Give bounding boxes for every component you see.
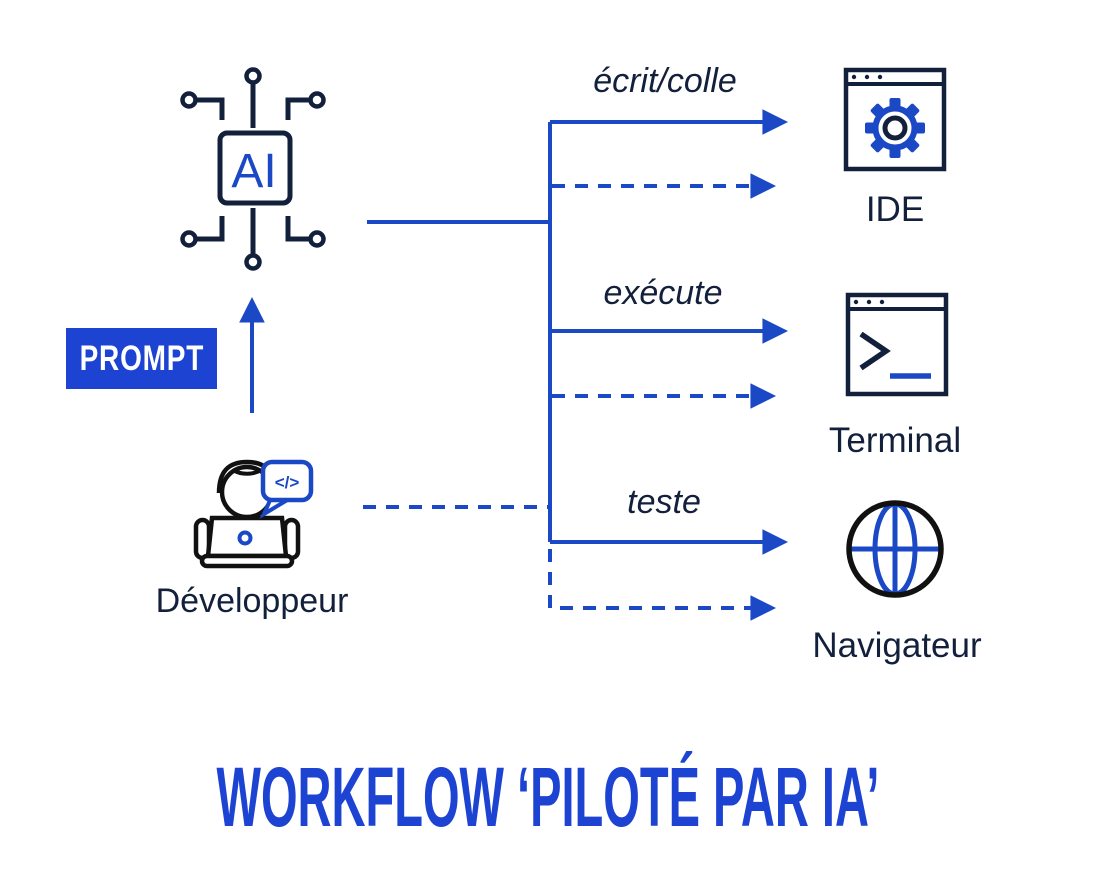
ide-window-icon xyxy=(843,67,947,172)
action-label-terminal: exécute xyxy=(603,274,723,312)
target-label-terminal: Terminal xyxy=(828,421,962,460)
prompt-badge: PROMPT xyxy=(66,328,217,389)
arrow-dashed-to-browser xyxy=(548,549,777,621)
target-label-browser: Navigateur xyxy=(812,626,982,665)
action-label-browser: teste xyxy=(627,483,701,521)
window-dots xyxy=(851,74,883,80)
terminal-window-icon xyxy=(845,292,949,397)
diagram-title: WORKFLOW ‘PILOTÉ PAR IA’ xyxy=(0,749,1097,846)
developer-icon: </> xyxy=(193,459,314,569)
gear-icon xyxy=(865,98,925,158)
action-label-ide: écrit/colle xyxy=(593,62,737,100)
ai-chip-icon: AI xyxy=(180,67,326,271)
laptop-dot xyxy=(237,530,253,546)
prompt-badge-label: PROMPT xyxy=(79,338,204,378)
code-bubble-text: </> xyxy=(275,473,300,492)
terminal-prompt-icon xyxy=(859,331,931,379)
window-dots xyxy=(853,299,885,305)
code-bubble-icon: </> xyxy=(259,459,314,519)
target-label-ide: IDE xyxy=(865,190,925,229)
developer-label: Développeur xyxy=(155,582,349,620)
ai-chip-label: AI xyxy=(231,145,276,198)
diagram-title-text: WORKFLOW ‘PILOTÉ PAR IA’ xyxy=(216,750,880,844)
browser-globe-icon xyxy=(846,500,944,598)
